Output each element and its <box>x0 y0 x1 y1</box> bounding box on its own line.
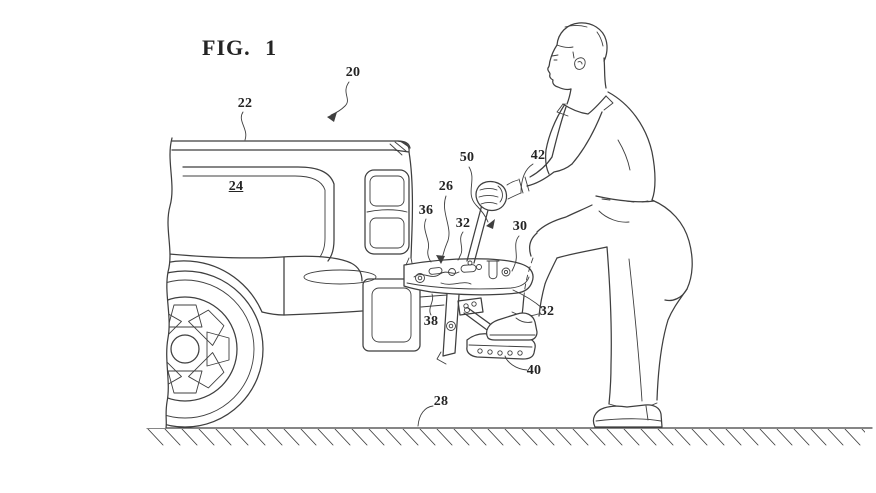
ref-label-50: 50 <box>459 150 475 165</box>
ref-label-22: 22 <box>237 96 253 111</box>
ref-label-40: 40 <box>526 363 542 378</box>
hidden-leg-line <box>523 257 534 297</box>
ground-surface <box>146 427 873 448</box>
ref-label-26: 26 <box>438 179 454 194</box>
ref-label-20: 20 <box>345 65 361 80</box>
ref-label-32a: 32 <box>455 216 471 231</box>
ref-label-38: 38 <box>423 314 439 329</box>
reference-leader-lines <box>240 81 543 427</box>
ref-label-24: 24 <box>228 179 244 194</box>
tailgate-open <box>403 257 534 308</box>
ref-label-36: 36 <box>418 203 434 218</box>
ref-label-42: 42 <box>530 148 546 163</box>
ref-label-28: 28 <box>433 394 449 409</box>
ref-label-30: 30 <box>512 219 528 234</box>
figure-title: FIG. 1 <box>202 35 278 60</box>
ref-label-32b: 32 <box>539 304 555 319</box>
break-line <box>0 137 173 429</box>
person <box>475 22 693 428</box>
